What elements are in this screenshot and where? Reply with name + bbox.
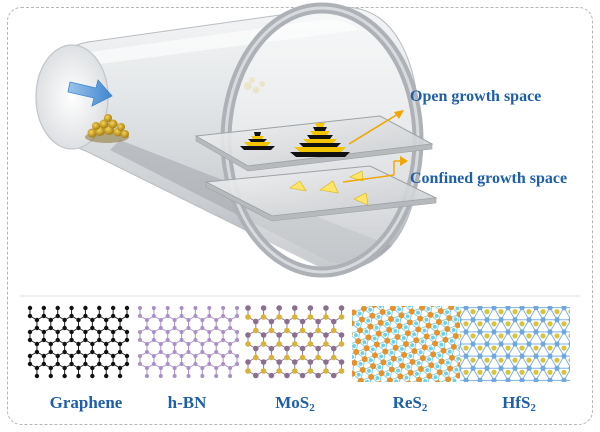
confined-growth-pointer xyxy=(342,156,408,183)
hbn-lattice xyxy=(138,306,239,378)
open-growth-pointer xyxy=(348,110,404,145)
open-growth-stack-small xyxy=(240,132,275,150)
material-label-mos2: MoS2 xyxy=(275,393,315,414)
material-label-hfs2: HfS2 xyxy=(502,393,536,414)
graphene-lattice xyxy=(27,305,130,379)
powder-pile-icon xyxy=(85,114,129,143)
mos2-lattice xyxy=(245,305,345,379)
open-growth-label: Open growth space xyxy=(410,88,542,105)
confined-growth-label: Confined growth space xyxy=(410,170,568,187)
material-label-res2: ReS2 xyxy=(392,393,428,414)
vapor-cluster xyxy=(244,77,265,94)
hfs2-lattice xyxy=(460,306,570,382)
right-arrow-icon xyxy=(67,79,113,107)
res2-lattice xyxy=(352,306,460,382)
material-label-hbn: h-BN xyxy=(167,393,207,412)
confined-flakes xyxy=(289,170,369,206)
open-growth-stack-large xyxy=(290,123,350,157)
material-label-graphene: Graphene xyxy=(49,393,123,412)
